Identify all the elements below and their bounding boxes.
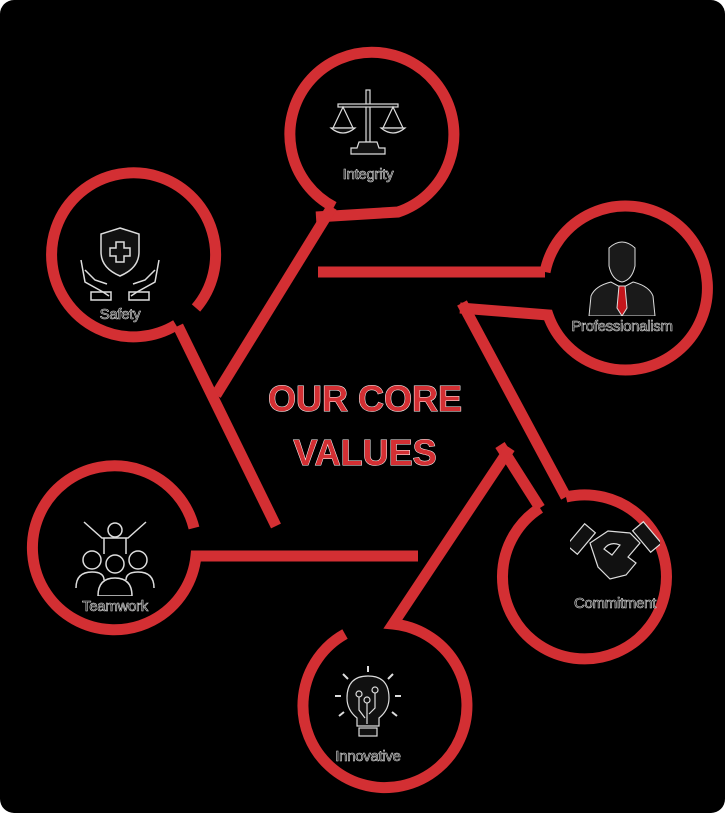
value-label: Safety — [99, 305, 141, 323]
team-people-icon — [75, 520, 155, 596]
value-node-professionalism: Professionalism — [537, 200, 707, 370]
safety-ring — [46, 167, 222, 343]
innovative-ring — [297, 444, 515, 794]
handshake-icon — [570, 520, 660, 580]
value-label: Commitment — [573, 594, 657, 612]
value-label: Integrity — [342, 165, 394, 183]
businessman-icon — [588, 241, 656, 316]
value-node-commitment: Commitment — [530, 477, 700, 647]
value-node-safety: Safety — [35, 188, 205, 358]
commitment-ring — [496, 489, 672, 665]
value-node-integrity: Integrity — [283, 48, 453, 218]
value-label: Innovative — [335, 747, 401, 765]
teamwork-ring — [26, 460, 418, 636]
lightbulb-circuit-icon — [335, 665, 401, 737]
value-node-innovative: Innovative — [283, 630, 453, 800]
professionalism-down-line — [457, 300, 571, 500]
professionalism-ring-a — [459, 200, 713, 376]
value-label: Professionalism — [571, 317, 673, 335]
diagram-title: OUR CORE VALUES — [220, 372, 510, 480]
title-line-2: VALUES — [293, 432, 437, 474]
value-label: Teamwork — [82, 597, 149, 615]
safety-tail — [173, 323, 281, 529]
value-node-teamwork: Teamwork — [30, 480, 200, 650]
shield-hands-icon — [80, 226, 160, 301]
title-line-1: OUR CORE — [267, 378, 462, 420]
scales-of-justice-icon — [329, 88, 407, 155]
integrity-ring — [284, 46, 460, 223]
